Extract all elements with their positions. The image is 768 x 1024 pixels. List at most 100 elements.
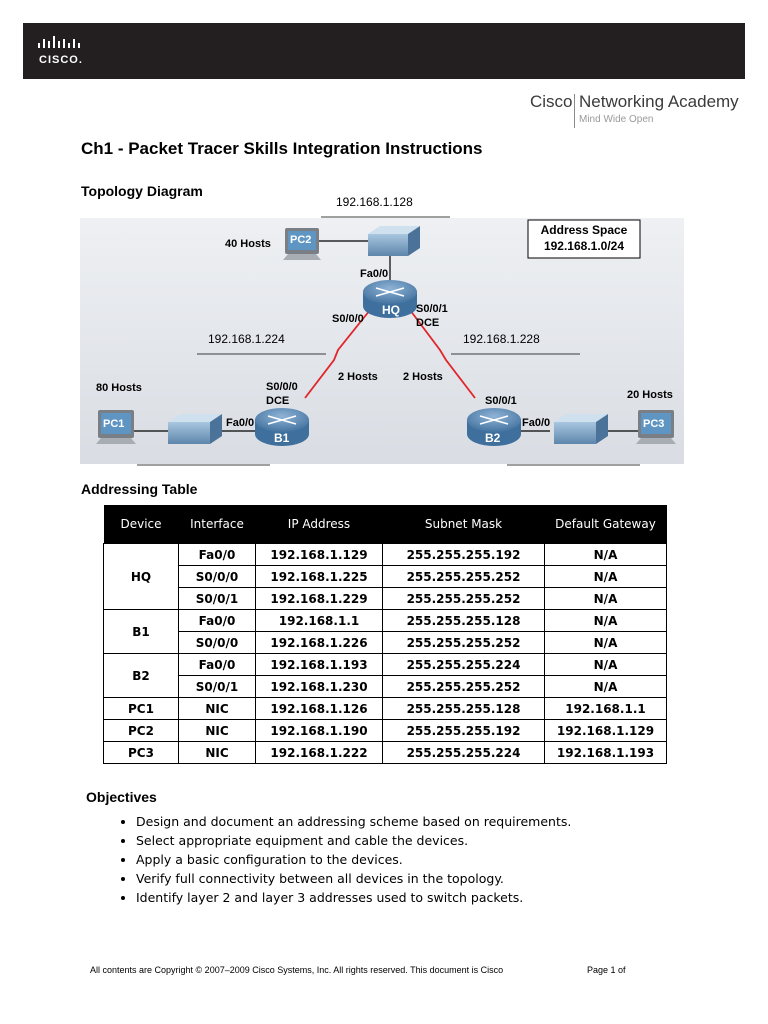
b1-hosts-label: 80 Hosts — [96, 382, 142, 394]
device-cell: PC3 — [103, 741, 179, 764]
mask-cell: 255.255.255.192 — [382, 719, 545, 742]
gateway-cell: N/A — [544, 609, 667, 632]
mask-cell: 255.255.255.224 — [382, 653, 545, 676]
mask-cell: 255.255.255.252 — [382, 587, 545, 610]
hq-fa-label: Fa0/0 — [360, 268, 388, 280]
ip-cell: 192.168.1.226 — [255, 631, 383, 654]
mask-cell: 255.255.255.192 — [382, 543, 545, 566]
col-header-interface: Interface — [178, 505, 256, 544]
cisco-logo: CISCO. — [37, 35, 97, 69]
interface-cell: Fa0/0 — [178, 543, 256, 566]
list-item: Verify full connectivity between all dev… — [136, 869, 571, 888]
device-cell: HQ — [103, 543, 179, 610]
interface-cell: S0/0/1 — [178, 675, 256, 698]
interface-cell: S0/0/1 — [178, 587, 256, 610]
b1-fa-label: Fa0/0 — [226, 417, 254, 429]
b1-dce-label: DCE — [266, 395, 289, 407]
list-item: Design and document an addressing scheme… — [136, 812, 571, 831]
gateway-cell: 192.168.1.1 — [544, 697, 667, 720]
b2-s001-label: S0/0/1 — [485, 395, 517, 407]
net-label-hq: 192.168.1.128 — [336, 195, 413, 209]
b1-s000-label: S0/0/0 — [266, 381, 298, 393]
ip-cell: 192.168.1.225 — [255, 565, 383, 588]
hq-switch-icon — [368, 226, 420, 256]
b1-switch-icon — [168, 414, 222, 444]
address-space-box — [527, 219, 641, 259]
device-cell: PC1 — [103, 697, 179, 720]
page-title: Ch1 - Packet Tracer Skills Integration I… — [81, 139, 483, 158]
gateway-cell: N/A — [544, 653, 667, 676]
serial-link-hq-b2 — [409, 309, 476, 399]
ip-cell: 192.168.1.126 — [255, 697, 383, 720]
interface-cell: S0/0/0 — [178, 631, 256, 654]
device-cell: PC2 — [103, 719, 179, 742]
address-space-value: 192.168.1.0/24 — [544, 239, 624, 253]
b2-hosts-label: 20 Hosts — [627, 389, 673, 401]
gateway-cell: 192.168.1.129 — [544, 719, 667, 742]
device-cell: B2 — [103, 653, 179, 698]
gateway-cell: N/A — [544, 543, 667, 566]
table-row: PC3 NIC 192.168.1.222 255.255.255.224 19… — [103, 741, 667, 764]
mask-cell: 255.255.255.128 — [382, 609, 545, 632]
hq-router-icon — [363, 280, 417, 318]
table-row: PC2 NIC 192.168.1.190 255.255.255.192 19… — [103, 719, 667, 742]
col-header-device: Device — [103, 505, 179, 544]
academy-brand: Cisco — [530, 92, 573, 111]
table-row: HQ Fa0/0 192.168.1.129 255.255.255.192 N… — [103, 543, 667, 610]
table-header-row: Device Interface IP Address Subnet Mask … — [103, 505, 667, 544]
ip-cell: 192.168.1.1 — [255, 609, 383, 632]
pc3-icon — [636, 410, 676, 444]
mask-cell: 255.255.255.252 — [382, 565, 545, 588]
topology-diagram: 192.168.1.128 192.168.1.224 192.168.1.22… — [80, 195, 684, 466]
interface-cell: NIC — [178, 697, 256, 720]
pc3-label: PC3 — [643, 418, 664, 430]
ip-cell: 192.168.1.129 — [255, 543, 383, 566]
list-item: Select appropriate equipment and cable t… — [136, 831, 571, 850]
objectives-list: Design and document an addressing scheme… — [110, 812, 571, 907]
mask-cell: 255.255.255.224 — [382, 741, 545, 764]
col-header-gateway: Default Gateway — [544, 505, 667, 544]
mask-cell: 255.255.255.252 — [382, 631, 545, 654]
list-item: Identify layer 2 and layer 3 addresses u… — [136, 888, 571, 907]
topology-heading: Topology Diagram — [81, 183, 203, 199]
pc1-icon — [96, 410, 136, 444]
interface-cell: S0/0/0 — [178, 565, 256, 588]
wan-right-hosts-label: 2 Hosts — [403, 371, 443, 383]
b2-fa-label: Fa0/0 — [522, 417, 550, 429]
device-cell: B1 — [103, 609, 179, 654]
networking-academy-logo: Cisco Networking Academy Mind Wide Open — [530, 92, 750, 132]
serial-link-hq-b1 — [304, 309, 371, 399]
pc2-label: PC2 — [290, 234, 311, 246]
footer-copyright: All contents are Copyright © 2007–2009 C… — [90, 965, 504, 975]
interface-cell: Fa0/0 — [178, 609, 256, 632]
b2-label: B2 — [485, 431, 501, 445]
interface-cell: NIC — [178, 741, 256, 764]
table-row: S0/0/0 192.168.1.225 255.255.255.252 N/A — [104, 565, 667, 588]
b1-label: B1 — [274, 431, 290, 445]
address-space-label: Address Space — [541, 223, 628, 237]
ip-cell: 192.168.1.190 — [255, 719, 383, 742]
logo-divider — [574, 94, 575, 128]
interface-cell: Fa0/0 — [178, 653, 256, 676]
hq-label: HQ — [382, 303, 400, 317]
net-label-b2-wan: 192.168.1.228 — [463, 332, 540, 346]
net-label-b1-wan: 192.168.1.224 — [208, 332, 285, 346]
b1-router-icon — [255, 408, 309, 446]
gateway-cell: N/A — [544, 631, 667, 654]
cisco-wordmark: CISCO. — [39, 54, 83, 66]
addressing-heading: Addressing Table — [81, 481, 198, 497]
header-bar: CISCO. — [23, 23, 745, 79]
ip-cell: 192.168.1.229 — [255, 587, 383, 610]
table-row: S0/0/1 192.168.1.229 255.255.255.252 N/A — [104, 587, 667, 610]
academy-tagline: Mind Wide Open — [579, 114, 654, 125]
pc2-icon — [283, 228, 321, 260]
interface-cell: NIC — [178, 719, 256, 742]
ip-cell: 192.168.1.230 — [255, 675, 383, 698]
objectives-heading: Objectives — [86, 789, 157, 805]
hq-s000-label: S0/0/0 — [332, 313, 364, 325]
list-item: Apply a basic configuration to the devic… — [136, 850, 571, 869]
col-header-mask: Subnet Mask — [382, 505, 545, 544]
hq-dce-label: DCE — [416, 317, 439, 329]
ip-cell: 192.168.1.193 — [255, 653, 383, 676]
col-header-ip: IP Address — [255, 505, 383, 544]
